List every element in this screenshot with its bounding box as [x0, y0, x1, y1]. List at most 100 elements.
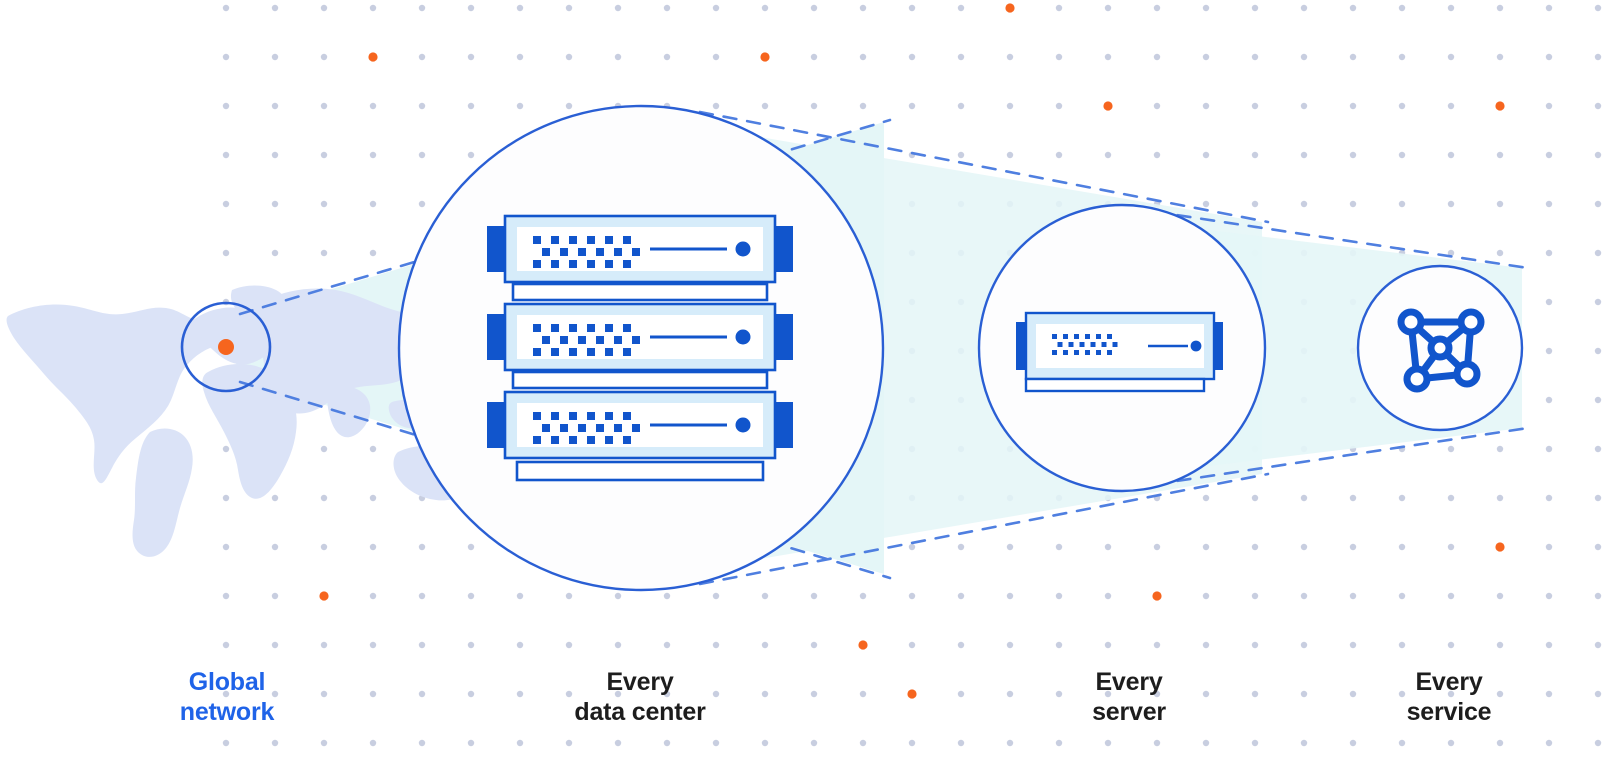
rack-unit-side-tab-right [775, 226, 793, 272]
grid-dot [369, 102, 377, 110]
grid-dot [1104, 53, 1112, 61]
rack-unit-status-led [735, 329, 751, 345]
dashed-line-server-top [1128, 206, 1530, 270]
grid-dot [761, 690, 769, 698]
grid-dot [418, 739, 426, 747]
grid-dot [1594, 494, 1602, 502]
grid-dot [712, 4, 720, 12]
led-square [623, 436, 631, 444]
led-square [623, 348, 631, 356]
grid-dot [1202, 494, 1210, 502]
grid-dot [1006, 151, 1014, 159]
led-square [569, 436, 577, 444]
grid-dot [1545, 4, 1553, 12]
grid-dot [320, 200, 328, 208]
grid-dot [1545, 347, 1553, 355]
grid-dot [1104, 592, 1112, 600]
led-square [596, 424, 604, 432]
grid-dot [369, 4, 377, 12]
led-square [587, 260, 595, 268]
grid-dot [1104, 690, 1112, 698]
grid-dot [1447, 690, 1455, 698]
grid-dot [1447, 102, 1455, 110]
grid-dot [1300, 739, 1308, 747]
grid-dot [1153, 543, 1161, 551]
grid-dot [369, 494, 377, 502]
grid-dot [1545, 543, 1553, 551]
grid-dot [1545, 396, 1553, 404]
grid-dot [1545, 298, 1553, 306]
rack-unit-side-tab-left [487, 226, 505, 272]
grid-dot [320, 102, 328, 110]
grid-dot [1153, 739, 1161, 747]
rack-unit-side-tab-right [775, 402, 793, 448]
led-square [533, 436, 541, 444]
led-square [578, 248, 586, 256]
rack-shelf [511, 370, 769, 390]
grid-dot [467, 592, 475, 600]
grid-dot [1496, 592, 1504, 600]
dashed-line-datacenter-top [698, 110, 1270, 224]
grid-dot [1202, 4, 1210, 12]
grid-dot [957, 151, 965, 159]
grid-dot [1545, 200, 1553, 208]
grid-dot [957, 690, 965, 698]
grid-dot [810, 641, 818, 649]
grid-dot [467, 53, 475, 61]
led-square [614, 336, 622, 344]
grid-dot [1398, 690, 1406, 698]
led-square [569, 324, 577, 332]
grid-dot [1055, 739, 1063, 747]
grid-dot [1447, 53, 1455, 61]
grid-dot [1594, 396, 1602, 404]
grid-dot [1594, 543, 1602, 551]
grid-dot [418, 151, 426, 159]
led-square [560, 424, 568, 432]
grid-dot [320, 641, 328, 649]
grid-dot [1496, 739, 1504, 747]
grid-dot [663, 53, 671, 61]
grid-dot [1153, 641, 1161, 649]
led-square [614, 424, 622, 432]
grid-dot [1300, 4, 1308, 12]
grid-dot [1545, 53, 1553, 61]
grid-dot [1300, 200, 1308, 208]
grid-dot [369, 739, 377, 747]
grid-dot [1251, 592, 1259, 600]
grid-dot [1153, 151, 1161, 159]
grid-dot [1349, 690, 1357, 698]
led-square [623, 236, 631, 244]
led-square [1096, 350, 1101, 355]
grid-dot [1545, 690, 1553, 698]
led-square [605, 436, 613, 444]
grid-dot [957, 739, 965, 747]
grid-dot [712, 690, 720, 698]
grid-dot [1545, 151, 1553, 159]
grid-dot [1594, 151, 1602, 159]
grid-dot [222, 543, 230, 551]
grid-dot [1055, 690, 1063, 698]
grid-dot [565, 4, 573, 12]
grid-dot [418, 4, 426, 12]
grid-dot [810, 4, 818, 12]
rack-base-plate [515, 460, 765, 482]
grid-dot [1398, 102, 1406, 110]
grid-dot [1006, 592, 1014, 600]
grid-dot [957, 592, 965, 600]
grid-dot [320, 249, 328, 257]
grid-dot [1006, 53, 1014, 61]
led-square [551, 260, 559, 268]
led-square [632, 424, 640, 432]
grid-dot [320, 53, 328, 61]
rack-unit-led-array [533, 236, 640, 268]
grid-dot [1055, 151, 1063, 159]
grid-dot [1545, 445, 1553, 453]
grid-dot [1202, 200, 1210, 208]
grid-dot [957, 543, 965, 551]
led-square [533, 348, 541, 356]
server-rack-icon [487, 214, 793, 482]
grid-dot [810, 592, 818, 600]
grid-dot [1545, 102, 1553, 110]
grid-dot [1447, 249, 1455, 257]
